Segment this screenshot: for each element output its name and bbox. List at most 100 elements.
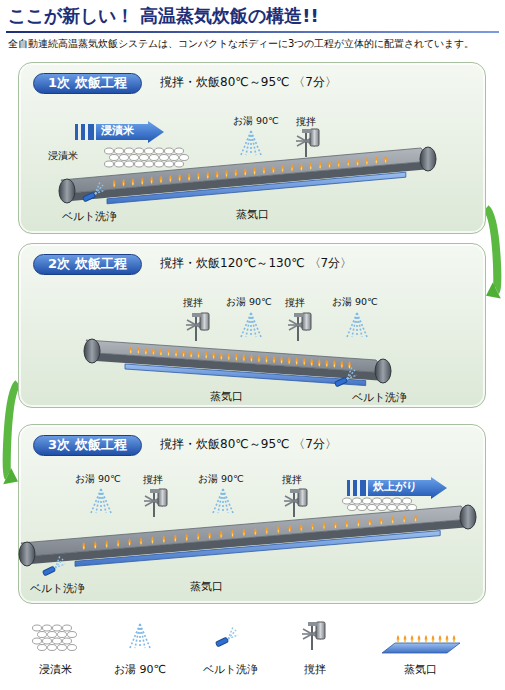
- steam-flame: [220, 352, 223, 360]
- rice-grain: [145, 148, 154, 154]
- steam-flame: [182, 350, 185, 358]
- steam-flame: [318, 359, 321, 367]
- stirrer-motor: [298, 489, 307, 506]
- arrow-stripe: [81, 124, 85, 140]
- steam-flame: [349, 364, 350, 368]
- wash-spray: [95, 182, 100, 194]
- rice-grain: [343, 498, 352, 504]
- belt-roller: [19, 542, 35, 566]
- rice-grain: [170, 155, 179, 161]
- rice-grain: [348, 505, 357, 511]
- belt-part: [125, 364, 366, 386]
- steam-flame: [366, 161, 367, 165]
- stirrer-arm: [192, 313, 201, 317]
- belt-part: [61, 148, 431, 193]
- part-label: 撹拌: [285, 297, 305, 309]
- steam-flame: [411, 639, 412, 643]
- stirrer-arm: [290, 489, 299, 493]
- stirrer-arm: [294, 313, 303, 317]
- steam-flame: [280, 356, 283, 364]
- steam-flame: [118, 543, 119, 547]
- belt-part: [21, 506, 471, 556]
- steam-flame: [311, 523, 314, 531]
- steam-flame: [141, 177, 144, 185]
- steam-flame: [366, 157, 369, 165]
- steam-flame: [312, 526, 313, 530]
- rice-grain: [33, 625, 42, 631]
- steam-flame: [105, 540, 108, 548]
- wash-spray: [55, 556, 60, 568]
- steam-flame: [328, 161, 331, 169]
- steam-flame: [453, 635, 456, 643]
- steam-flame: [225, 170, 228, 178]
- water-spray: [135, 624, 140, 648]
- steam-flame: [185, 533, 188, 541]
- steam-flame: [289, 360, 290, 364]
- belt-roller: [375, 359, 391, 383]
- water-spray: [241, 131, 251, 155]
- rice-grain: [383, 498, 392, 504]
- legend-text: お湯 90℃: [114, 664, 166, 677]
- arrow-stripe: [360, 480, 366, 496]
- arrow-stripe: [353, 480, 357, 496]
- water-spray: [223, 489, 233, 513]
- steam-flame: [254, 528, 257, 536]
- stirrer-paddle: [303, 629, 321, 639]
- steam-flame: [288, 525, 291, 533]
- steam-flame: [258, 355, 261, 363]
- steam-flame: [132, 178, 135, 186]
- arrow-stripe: [88, 124, 94, 140]
- rice-grain: [38, 632, 47, 638]
- process-panel: 撹拌・炊飯80℃～95℃ 〈7分〉3次 炊飯工程炊上がり: [18, 424, 486, 604]
- rice-grain: [135, 161, 144, 167]
- arrow-stripe: [75, 124, 78, 140]
- steam-flame: [174, 534, 177, 542]
- rice-grain: [408, 505, 417, 511]
- steam-flame: [291, 164, 294, 172]
- wash-spray: [55, 559, 63, 568]
- steam-flame: [263, 170, 264, 174]
- stirrer-paddle: [289, 320, 307, 330]
- water-spray: [347, 313, 357, 337]
- water-spray: [140, 624, 150, 648]
- steam-flame: [95, 545, 96, 549]
- steam-flame: [334, 521, 337, 529]
- stirrer-paddle: [145, 496, 163, 506]
- steam-flame: [301, 527, 302, 531]
- water-spray: [246, 131, 251, 155]
- rice-grain: [68, 645, 77, 651]
- steam-flame: [160, 351, 161, 355]
- steam-flame: [266, 527, 269, 535]
- steam-flame: [243, 354, 246, 362]
- steam-flame: [206, 355, 207, 359]
- rice-grain: [403, 498, 412, 504]
- steam-flame: [418, 635, 421, 643]
- steam-flame: [216, 171, 219, 179]
- steam-flame: [281, 165, 284, 173]
- belt-part: [96, 353, 386, 381]
- steam-flame: [232, 533, 233, 537]
- flow-connector: [486, 208, 501, 298]
- steam-flame: [381, 521, 382, 525]
- steam-flame: [432, 639, 433, 643]
- stage-badge: 1次 炊飯工程: [33, 73, 142, 94]
- water-spray: [246, 313, 251, 337]
- steam-flame: [397, 635, 400, 643]
- water-spray: [241, 313, 251, 337]
- rice-grain: [68, 632, 77, 638]
- steam-flame: [170, 178, 171, 182]
- stirrer-paddle: [187, 320, 205, 330]
- steam-flame: [323, 525, 324, 529]
- steam-flame: [129, 542, 130, 546]
- legend-text: 蒸気口: [404, 664, 437, 677]
- steam-flame: [326, 359, 329, 367]
- steam-flame: [151, 536, 154, 544]
- steam-flame: [309, 162, 312, 170]
- steam-flame: [137, 346, 140, 354]
- stirrer-shaft: [293, 491, 295, 517]
- flow-connector: [3, 383, 18, 484]
- steam-flame: [243, 529, 246, 537]
- steam-flame: [188, 177, 189, 181]
- wash-spray: [347, 375, 357, 379]
